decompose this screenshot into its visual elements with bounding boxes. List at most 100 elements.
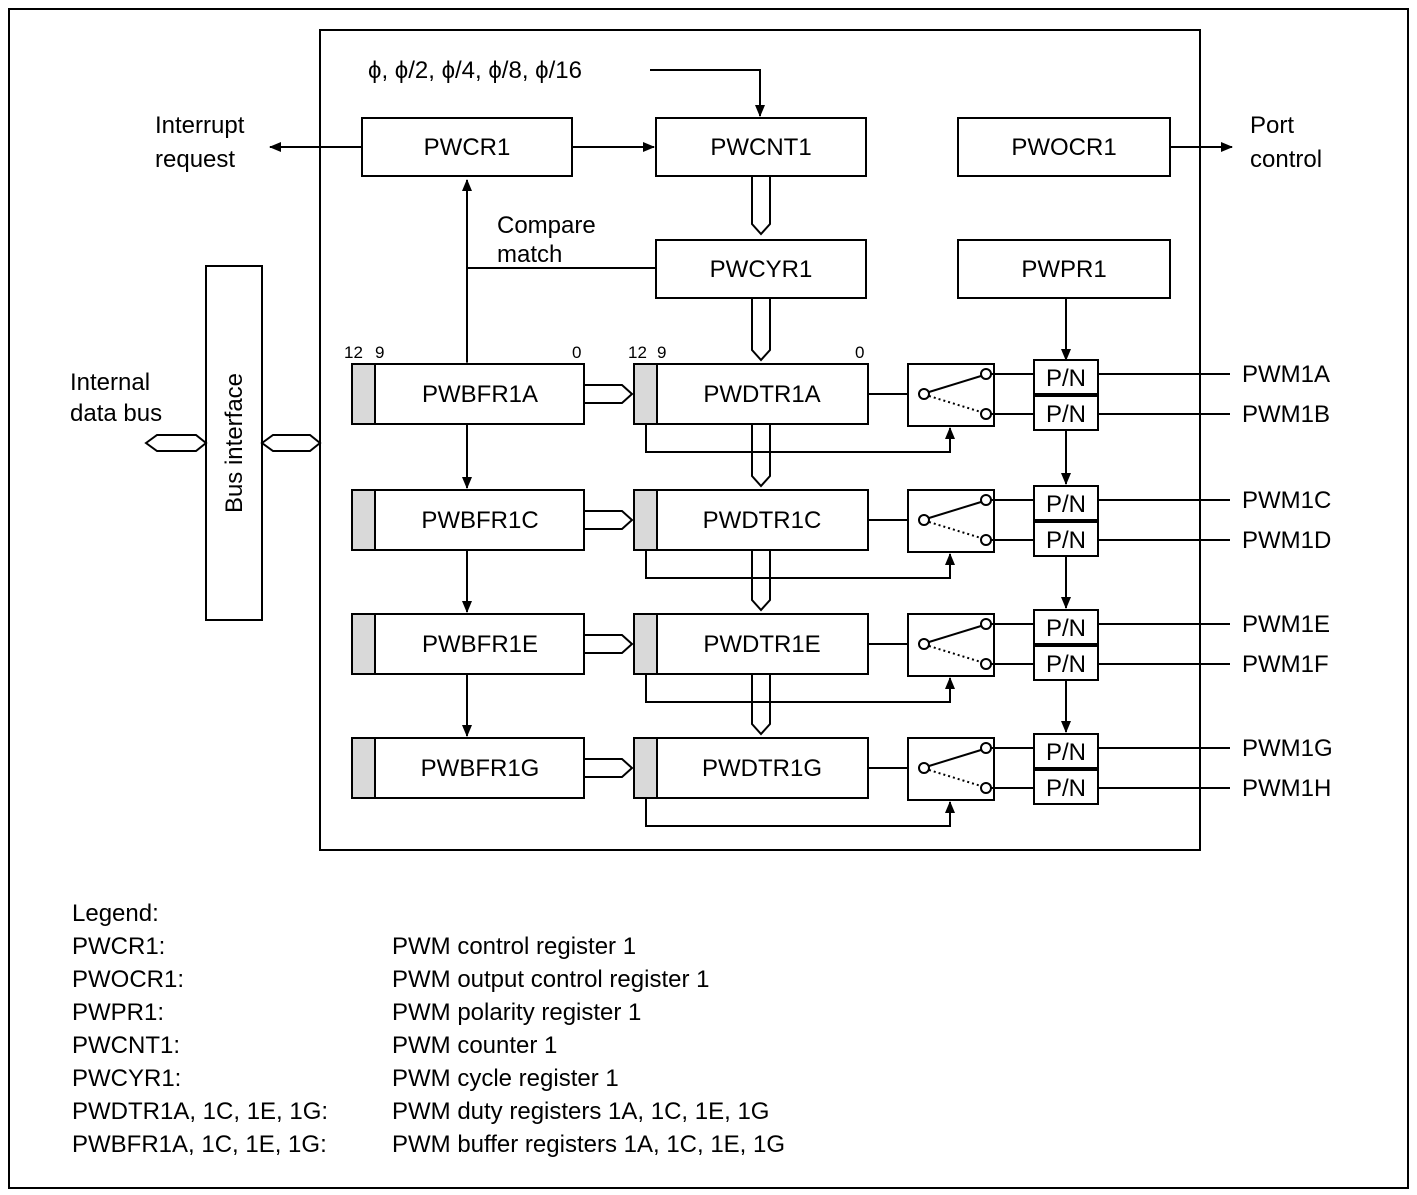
legend-abbr: PWDTR1A, 1C, 1E, 1G: [72, 1098, 328, 1125]
polarity-label-lower: P/N [1046, 401, 1086, 428]
buffer-to-duty-bus [584, 384, 634, 404]
polarity-box-upper [1033, 609, 1099, 645]
duty-chain-bus [751, 674, 771, 736]
pwpr1-box [957, 239, 1171, 299]
bit-label-9-right: 9 [657, 343, 666, 362]
polarity-label-lower: P/N [1046, 651, 1086, 678]
duty-register-high-bits [633, 363, 658, 425]
switch-node-lower [980, 658, 992, 670]
buffer-register-label: PWBFR1A [422, 381, 538, 408]
bus-interface-label: Bus interface [221, 373, 248, 513]
port-control-line2: control [1250, 146, 1322, 173]
polarity-label-lower: P/N [1046, 527, 1086, 554]
polarity-box-upper [1033, 359, 1099, 395]
polarity-box-lower [1033, 395, 1099, 431]
switch-alt-arm [928, 395, 982, 413]
pwocr1-box [957, 117, 1171, 177]
legend-abbr: PWCR1: [72, 933, 165, 960]
legend-desc: PWM output control register 1 [392, 966, 709, 993]
switch-common-node [918, 762, 930, 774]
buffer-register-high-bits [351, 489, 376, 551]
duty-register-high-bits [633, 489, 658, 551]
selector-control-line [645, 550, 955, 579]
switch-arm [928, 625, 982, 643]
legend-desc: PWM buffer registers 1A, 1C, 1E, 1G [392, 1131, 785, 1158]
pwm-output-label: PWM1G [1242, 735, 1333, 762]
duty-register-box [633, 363, 869, 425]
interrupt-label-line1: Interrupt [155, 112, 245, 139]
pwm-output-label: PWM1D [1242, 527, 1331, 554]
bit-label-12-right: 12 [628, 343, 647, 362]
switch-node-lower [980, 782, 992, 794]
polarity-box-lower [1033, 645, 1099, 681]
polarity-box-lower [1033, 769, 1099, 805]
pwcyr1-label: PWCYR1 [710, 256, 813, 283]
duty-chain-bus [751, 424, 771, 488]
duty-register-label: PWDTR1A [703, 381, 820, 408]
switch-node-upper [980, 742, 992, 754]
switch-common-node [918, 388, 930, 400]
duty-chain-bus [751, 550, 771, 612]
bus-interface-connector [260, 434, 322, 452]
buffer-register-box [351, 489, 585, 551]
pwpr1-label: PWPR1 [1021, 256, 1106, 283]
pwocr1-label: PWOCR1 [1011, 134, 1116, 161]
compare-match-line2: match [497, 241, 562, 268]
legend-abbr: PWBFR1A, 1C, 1E, 1G: [72, 1131, 327, 1158]
channel-row: PWBFR1A PWDTR1A P/N P/N PWM1A PWM1B [351, 359, 1330, 489]
buffer-to-duty-bus [584, 634, 634, 654]
internal-data-bus-line2: data bus [70, 400, 162, 427]
pwcnt1-to-pwcyr1-bus [751, 176, 771, 236]
pwm-output-label: PWM1E [1242, 611, 1330, 638]
pwm-output-label: PWM1A [1242, 361, 1330, 388]
bit-label-0-right: 0 [855, 343, 864, 362]
selector-control-line [645, 674, 955, 703]
polarity-label-lower: P/N [1046, 775, 1086, 802]
switch-node-upper [980, 368, 992, 380]
buffer-to-duty-bus [584, 510, 634, 530]
legend-abbr: PWOCR1: [72, 966, 184, 993]
buffer-register-high-bits [351, 363, 376, 425]
legend-title: Legend: [72, 900, 159, 927]
polarity-label-upper: P/N [1046, 365, 1086, 392]
compare-match-line1: Compare [497, 212, 596, 239]
legend-desc: PWM counter 1 [392, 1032, 557, 1059]
port-control-line1: Port [1250, 112, 1294, 139]
legend-desc: PWM duty registers 1A, 1C, 1E, 1G [392, 1098, 769, 1125]
pwcnt1-box [655, 117, 867, 177]
pwm-output-label: PWM1B [1242, 401, 1330, 428]
legend: Legend: PWCR1: PWM control register 1 PWOC… [72, 900, 785, 1158]
pwm-module-boundary [319, 29, 1201, 851]
legend-abbr: PWCYR1: [72, 1065, 181, 1092]
switch-node-lower [980, 408, 992, 420]
legend-desc: PWM cycle register 1 [392, 1065, 619, 1092]
interrupt-label-line2: request [155, 146, 235, 173]
selector-control-line [645, 798, 955, 827]
bit-label-12-left: 12 [344, 343, 363, 362]
legend-desc: PWM control register 1 [392, 933, 636, 960]
switch-node-upper [980, 494, 992, 506]
internal-data-bus-line1: Internal [70, 369, 150, 396]
pwm-output-label: PWM1H [1242, 775, 1331, 802]
legend-abbr: PWCNT1: [72, 1032, 180, 1059]
clock-arrow [650, 69, 765, 117]
pwcnt1-label: PWCNT1 [710, 134, 811, 161]
internal-bus-connector [144, 434, 208, 452]
duty-register-high-bits [633, 613, 658, 675]
legend-abbr: PWPR1: [72, 999, 164, 1026]
polarity-label-upper: P/N [1046, 491, 1086, 518]
buffer-register-label: PWBFR1G [421, 755, 540, 782]
polarity-box-upper [1033, 485, 1099, 521]
polarity-box-upper [1033, 733, 1099, 769]
duty-register-high-bits [633, 737, 658, 799]
bit-label-9-left: 9 [375, 343, 384, 362]
buffer-register-box [351, 737, 585, 799]
selector-control-line [645, 424, 955, 453]
buffer-register-label: PWBFR1E [422, 631, 538, 658]
switch-arm [928, 749, 982, 767]
